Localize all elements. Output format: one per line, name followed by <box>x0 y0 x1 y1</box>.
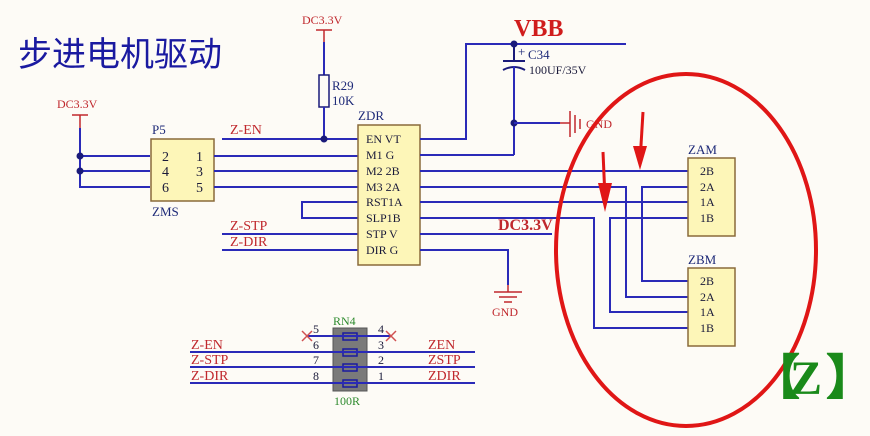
rn4-pin: 7 <box>313 353 319 367</box>
nc-cross-icon <box>301 330 313 342</box>
arrow-down-icon <box>633 111 647 170</box>
z-badge: 【 Z 】 <box>752 352 870 405</box>
zam-1b-to-zbm-1a <box>609 217 688 313</box>
dc33-left-symbol: DC3.3V <box>57 97 98 128</box>
rn4-right-net: ZEN <box>428 338 455 353</box>
p5-ref: P5 <box>152 122 166 137</box>
net-label-zdir: Z-DIR <box>230 235 268 250</box>
c34-value: 100UF/35V <box>529 63 587 77</box>
zdr-gnd-wire <box>420 249 509 285</box>
gnd-bottom-label: GND <box>492 305 518 319</box>
zdr-pin-row: M1 G <box>366 148 395 162</box>
rn4-pin: 1 <box>378 369 384 383</box>
net-label-zstp: Z-STP <box>230 219 268 234</box>
zdr-driver-module: ZDR EN VT M1 G M2 2B M3 2A RST1A SLP1B S… <box>357 108 421 266</box>
out-2a-wire <box>420 186 688 298</box>
arrow-down-icon <box>598 151 612 212</box>
zbm-pin: 2B <box>700 274 714 288</box>
gnd-symbol-right: GND <box>560 111 612 137</box>
zam-2a-to-zbm-2b <box>641 186 688 282</box>
c34-polarity: + <box>518 44 525 59</box>
rn4-pin: 5 <box>313 322 319 336</box>
zdr-pin-row: SLP1B <box>366 211 401 225</box>
zdr-pin-row: DIR G <box>366 243 399 257</box>
vbb-label: VBB <box>514 16 563 42</box>
rn4-pin: 4 <box>378 322 384 336</box>
rn4-pin: 2 <box>378 353 384 367</box>
p5-pin: 2 <box>162 150 169 165</box>
junction-dot <box>76 152 84 160</box>
c34-ref: C34 <box>528 47 550 62</box>
zam-ref: ZAM <box>688 142 717 157</box>
dc33-left-label: DC3.3V <box>57 97 98 111</box>
out-1b-wire <box>420 217 688 329</box>
zam-connector: ZAM 2B 2A 1A 1B <box>687 142 736 237</box>
zam-pin: 1B <box>700 211 714 225</box>
rn4-right-net: ZSTP <box>428 353 461 368</box>
zbm-pin: 1B <box>700 321 714 335</box>
zdr-pin-row: RST1A <box>366 195 403 209</box>
page-title: 步进电机驱动 <box>18 35 222 75</box>
zam-pin: 2A <box>700 180 715 194</box>
r29-value: 10K <box>332 93 355 108</box>
dc33-bold-label: DC3.3V <box>498 217 553 234</box>
badge-close-bracket: 】 <box>826 352 870 405</box>
junction-dot <box>320 135 328 143</box>
dc33-top-label: DC3.3V <box>302 13 343 27</box>
zbm-pin: 1A <box>700 305 715 319</box>
net-label-zen: Z-EN <box>230 123 262 138</box>
rn4-resistor-network: RN4 100R <box>332 314 368 408</box>
dc33-top-symbol: DC3.3V <box>302 13 343 42</box>
c34-capacitor: + C34 100UF/35V <box>502 44 587 77</box>
r29-ref: R29 <box>332 78 354 93</box>
highlight-ellipse <box>554 72 818 428</box>
junction-dot <box>76 167 84 175</box>
rst-slp-loop-wire <box>301 201 358 219</box>
p5-pin: 4 <box>162 165 169 180</box>
zbm-ref: ZBM <box>688 252 717 267</box>
zdr-pin-row: EN VT <box>366 132 401 146</box>
p5-pin: 3 <box>196 165 203 180</box>
rn4-pin: 6 <box>313 338 319 352</box>
vbb-wire <box>420 43 626 140</box>
badge-open-bracket: 【 <box>752 352 800 405</box>
rn4-left-net: Z-EN <box>191 338 223 353</box>
p5-pin: 6 <box>162 181 169 196</box>
p5-pin: 1 <box>196 150 203 165</box>
zdr-ref: ZDR <box>358 108 384 123</box>
rn4-ref: RN4 <box>333 314 356 328</box>
gnd-symbol-bottom: GND <box>492 285 522 319</box>
zdr-pin-row: M2 2B <box>366 164 400 178</box>
zdr-pin-row: STP V <box>366 227 398 241</box>
zbm-connector: ZBM 2B 2A 1A 1B <box>687 252 736 347</box>
p5-connector: P5 2 4 6 1 3 5 ZMS <box>150 122 215 219</box>
badge-letter: Z <box>790 352 822 405</box>
rn4-left-net: Z-STP <box>191 353 229 368</box>
rn4-right-net: ZDIR <box>428 369 461 384</box>
rn4-pin: 3 <box>378 338 384 352</box>
rn4-value: 100R <box>334 394 360 408</box>
zdr-pin-row: M3 2A <box>366 180 401 194</box>
p5-wire-6 <box>79 128 150 188</box>
p5-name: ZMS <box>152 204 179 219</box>
rn4-left-net: Z-DIR <box>191 369 229 384</box>
r29-resistor <box>318 74 330 108</box>
zam-pin: 1A <box>700 195 715 209</box>
zam-pin: 2B <box>700 164 714 178</box>
nc-cross-icon <box>385 330 397 342</box>
rn4-pin: 8 <box>313 369 319 383</box>
zbm-pin: 2A <box>700 290 715 304</box>
p5-pin: 5 <box>196 181 203 196</box>
